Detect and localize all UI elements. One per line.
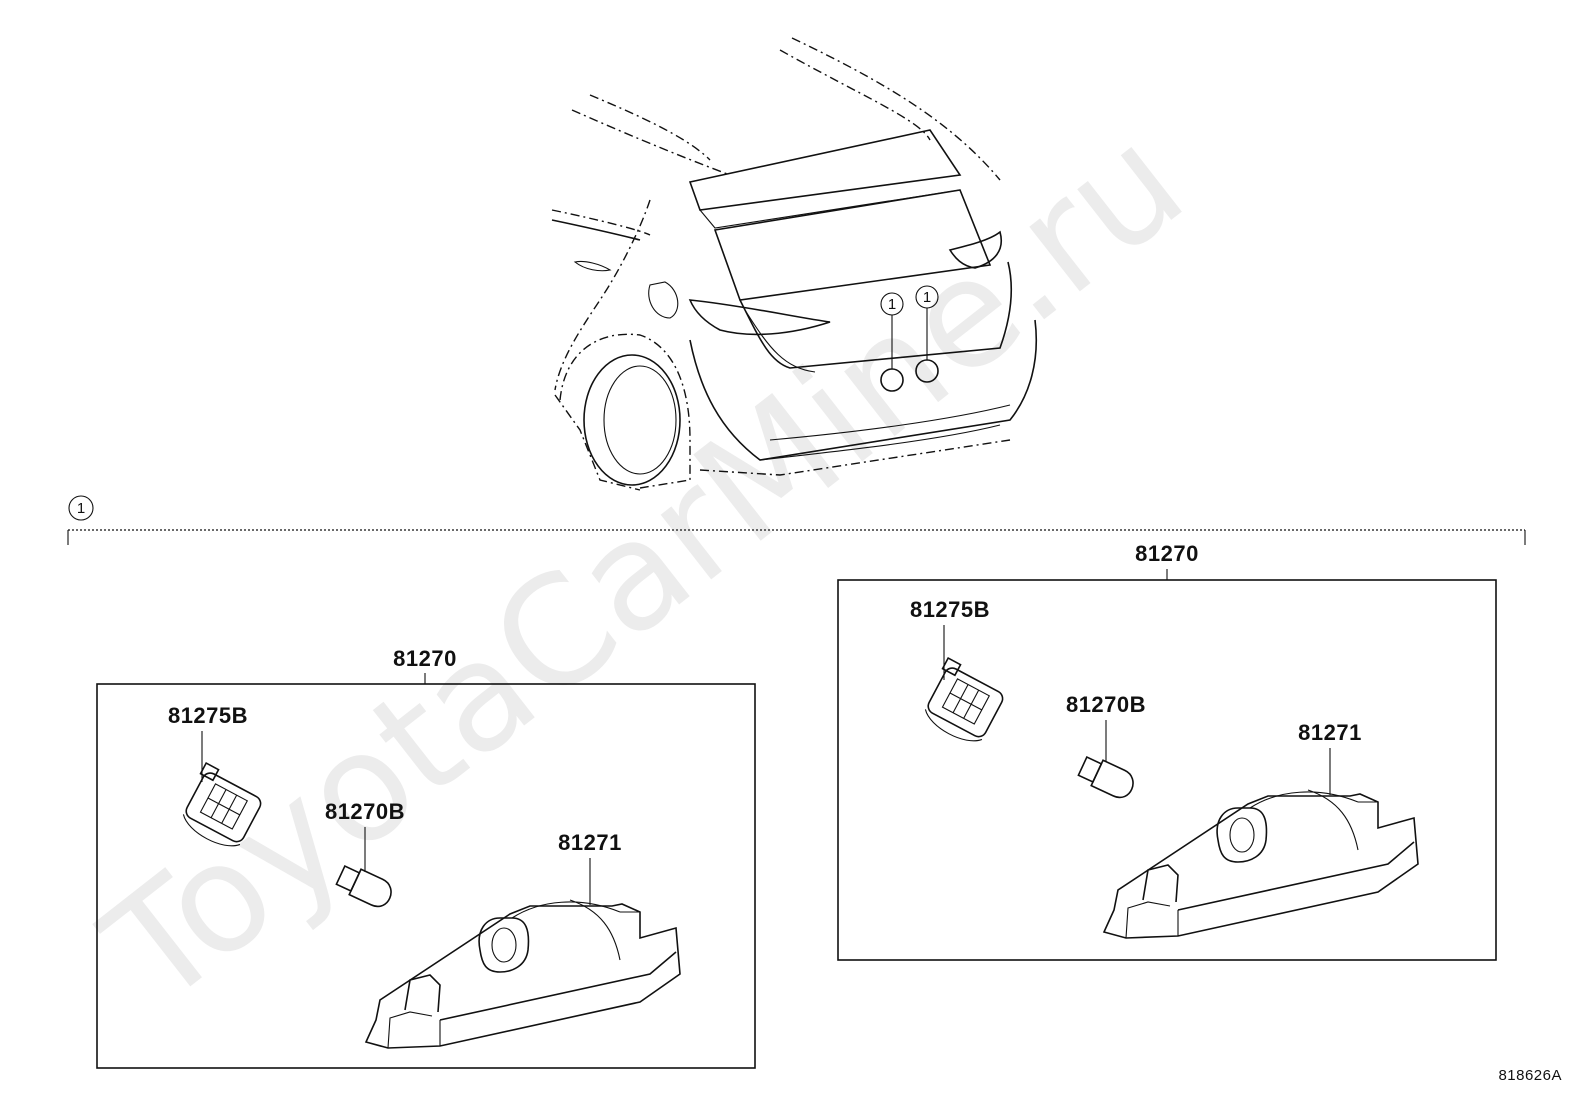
vehicle-rear-view: 1 1: [551, 37, 1038, 491]
bulb-label-right: 81270B: [1066, 692, 1146, 717]
bulb-part-right: [1077, 756, 1134, 799]
lamp-part-left: [364, 899, 681, 1049]
assembly-label-left: 81270: [393, 646, 457, 671]
bracket-marker-text: 1: [77, 500, 85, 517]
socket-part-left: [182, 761, 262, 847]
assembly-left: 81270 81275B 81270B 81271: [96, 646, 756, 1069]
assembly-right: 81270 81275B 81270B 81271: [837, 541, 1497, 961]
socket-label-left: 81275B: [168, 703, 248, 728]
socket-part-right: [924, 656, 1004, 742]
lamp-label-right: 81271: [1298, 720, 1362, 745]
callout-text-left: 1: [888, 296, 896, 313]
lamp-part-right: [1102, 789, 1419, 939]
assembly-box-right: [837, 579, 1497, 961]
callout-marker-right: 1: [915, 285, 939, 309]
watermark-text: ToyotaCarMine.ru: [74, 94, 1215, 1038]
assembly-bracket: 1: [67, 495, 1526, 545]
bulb-part-left: [335, 865, 392, 908]
assembly-label-right: 81270: [1135, 541, 1199, 566]
diagram-code: 818626A: [1498, 1067, 1562, 1084]
lamp-label-left: 81271: [558, 830, 622, 855]
assembly-box-left: [96, 683, 756, 1069]
callout-text-right: 1: [923, 289, 931, 306]
bulb-label-left: 81270B: [325, 799, 405, 824]
socket-label-right: 81275B: [910, 597, 990, 622]
callout-marker-left: 1: [880, 292, 904, 316]
watermark: ToyotaCarMine.ru: [74, 94, 1215, 1038]
